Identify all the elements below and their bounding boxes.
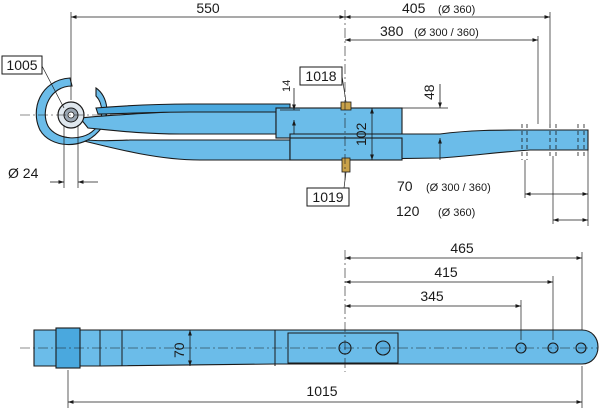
dim-380-note: (Ø 300 / 360) [414, 27, 479, 39]
callout-1019: 1019 [312, 189, 343, 205]
center-bolt-bottom [341, 157, 351, 173]
side-dimensions: 550 405 (Ø 360) 380 (Ø 300 / 360) 14 48 … [8, 0, 589, 226]
callout-1005-box [1, 55, 43, 75]
side-view [20, 10, 589, 180]
center-lower-block [289, 137, 403, 161]
top-dimensions: 465 415 345 70 1015 [67, 240, 583, 408]
dim-102-label: 102 [353, 122, 369, 146]
dim-14-label: 14 [281, 80, 293, 92]
center-pad [275, 107, 403, 139]
dim-405-note: (Ø 360) [438, 4, 475, 16]
callout-1018: 1018 [305, 68, 336, 84]
dim-345-label: 345 [420, 288, 444, 304]
callout-1005: 1005 [6, 57, 37, 73]
dim-bushing-label: Ø 24 [8, 165, 39, 181]
dim-405-label: 405 [402, 0, 426, 16]
dim-1015-label: 1015 [306, 383, 337, 399]
upper-leaf-2 [95, 103, 291, 115]
dim-415-label: 415 [434, 264, 458, 280]
dim-550-label: 550 [196, 0, 220, 16]
callout-1019-box [306, 187, 350, 207]
spring-eye [35, 77, 108, 146]
dim-465-label: 465 [450, 240, 474, 256]
dim-48-label: 48 [421, 84, 437, 100]
dim-120-label: 120 [396, 203, 420, 219]
dim-70-side-label: 70 [397, 178, 413, 194]
dim-120-note: (Ø 360) [438, 207, 475, 219]
top-view [20, 250, 599, 372]
dim-70-width-label: 70 [171, 342, 187, 358]
center-bolt-top [340, 101, 352, 111]
dim-70-side-note: (Ø 300 / 360) [426, 182, 491, 194]
part-callouts: 1005 1018 1019 [1, 55, 350, 207]
dim-380-label: 380 [380, 23, 404, 39]
